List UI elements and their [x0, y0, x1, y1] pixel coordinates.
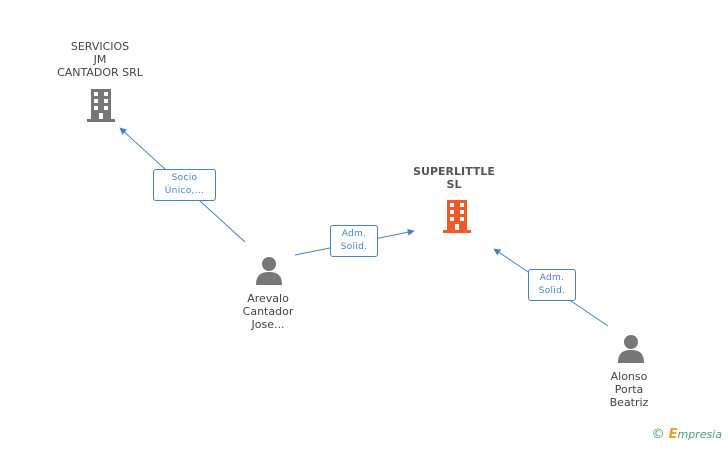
brand-name: mpresia: [677, 428, 722, 441]
node-label-servicios: SERVICIOS JM CANTADOR SRL: [57, 40, 143, 79]
edge-label-socio-unico[interactable]: Socio Único,...: [153, 169, 216, 201]
person-icon[interactable]: [255, 256, 283, 286]
copyright-symbol: ©: [651, 427, 665, 442]
person-icon[interactable]: [617, 334, 645, 364]
building-icon[interactable]: [442, 200, 472, 234]
edge-label-adm-solid-arevalo[interactable]: Adm. Solid.: [330, 225, 378, 257]
brand-initial: E: [668, 427, 678, 442]
footer-brand[interactable]: © Empresia: [652, 427, 722, 442]
building-icon[interactable]: [86, 89, 116, 123]
brand-logo: Empresia: [669, 427, 722, 442]
node-label-alonso: Alonso Porta Beatriz: [609, 370, 649, 409]
node-label-arevalo: Arevalo Cantador Jose...: [242, 292, 294, 331]
node-label-superlittle: SUPERLITTLE SL: [413, 165, 495, 191]
edge-label-adm-solid-alonso[interactable]: Adm. Solid.: [528, 269, 576, 301]
